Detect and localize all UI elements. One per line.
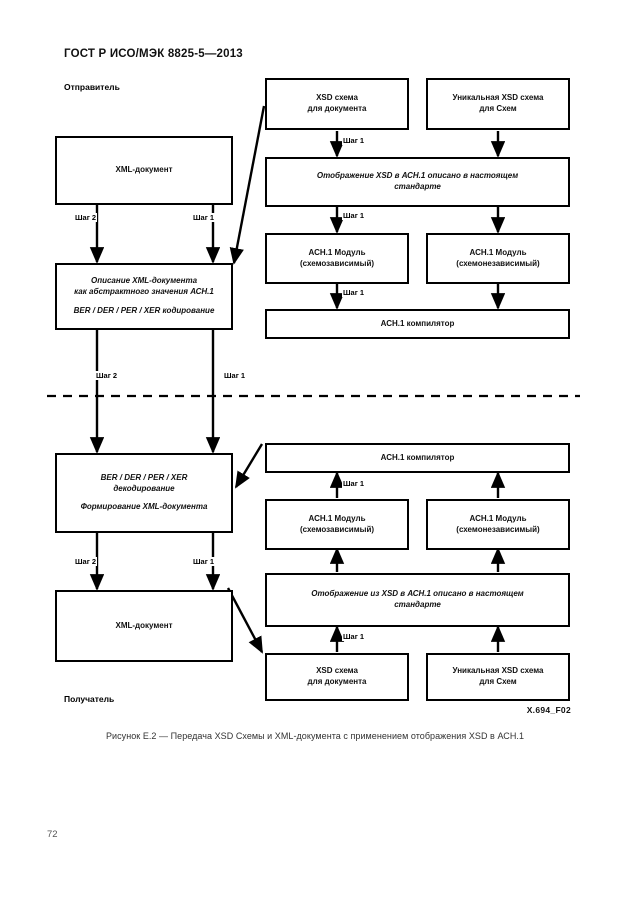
figure-caption: Рисунок Е.2 — Передача XSD Схемы и XML-д… bbox=[105, 731, 525, 741]
box-line-1: XML-документ bbox=[115, 165, 173, 175]
box-line-1: XSD схема bbox=[316, 93, 358, 103]
box-line-2: как абстрактного значения АСН.1 bbox=[74, 287, 214, 297]
box-line-2: для документа bbox=[307, 104, 367, 113]
box-line-2: (схемонезависимый) bbox=[456, 524, 540, 534]
box-line-2: (схемонезависимый) bbox=[456, 258, 540, 268]
box-unique-xsd-schema-bottom: Уникальная XSD схема для Схем bbox=[426, 653, 570, 701]
step-label-top-module-step1: Шаг 1 bbox=[342, 211, 366, 220]
box-asn1-module-schema-independent-top: АСН.1 Модуль (схемонезависимый) bbox=[426, 233, 570, 284]
document-header: ГОСТ Р ИСО/МЭК 8825-5—2013 bbox=[64, 48, 243, 60]
box-line-1: BER / DER / PER / XER bbox=[100, 472, 188, 482]
box-mapping-xsd-to-asn1-top: Отображение XSD в АСН.1 описано в настоя… bbox=[265, 157, 570, 207]
box-line-2: (схемозависимый) bbox=[299, 258, 375, 268]
box-line-1: Уникальная XSD схема bbox=[452, 93, 544, 103]
step-label-bottom-compiler-step1: Шаг 1 bbox=[342, 479, 366, 488]
box-line-3: BER / DER / PER / XER кодирование bbox=[73, 305, 215, 315]
box-line-1: АСН.1 компилятор bbox=[380, 452, 455, 462]
box-decode-asn1-to-xml: BER / DER / PER / XER декодирование Форм… bbox=[55, 453, 233, 533]
box-line-2: для Схем bbox=[479, 104, 517, 113]
step-label-bottom-left-step1: Шаг 1 bbox=[192, 557, 216, 566]
box-line-1: АСН.1 компилятор bbox=[380, 318, 455, 328]
box-line-2: для Схем bbox=[479, 677, 517, 686]
box-line-2: декодирование bbox=[113, 483, 175, 493]
box-line-2: для документа bbox=[307, 677, 367, 686]
box-asn1-module-schema-dependent-top: АСН.1 Модуль (схемозависимый) bbox=[265, 233, 409, 284]
step-label-top-left-step1: Шаг 1 bbox=[192, 213, 216, 222]
box-line-1: АСН.1 Модуль bbox=[308, 513, 366, 523]
box-asn1-compiler-bottom: АСН.1 компилятор bbox=[265, 443, 570, 473]
step-label-bottom-left-step2: Шаг 2 bbox=[74, 557, 98, 566]
role-label-sender: Отправитель bbox=[64, 82, 120, 92]
box-line-1: Отображение XSD в АСН.1 описано в настоя… bbox=[316, 171, 519, 181]
box-line-1: XSD схема bbox=[316, 666, 358, 676]
step-label-top-compiler-step1: Шаг 1 bbox=[342, 288, 366, 297]
box-encode-xml-to-asn1: Описание XML-документа как абстрактного … bbox=[55, 263, 233, 330]
box-xsd-schema-document-bottom: XSD схема для документа bbox=[265, 653, 409, 701]
box-line-3: Формирование XML-документа bbox=[80, 502, 208, 512]
box-line-1: Отображение из XSD в АСН.1 описано в нас… bbox=[311, 589, 524, 599]
box-mapping-xsd-to-asn1-bottom: Отображение из XSD в АСН.1 описано в нас… bbox=[265, 573, 570, 627]
box-line-2: (схемозависимый) bbox=[299, 524, 375, 534]
box-line-2: стандарте bbox=[394, 182, 441, 191]
step-label-mid-left-step1: Шаг 1 bbox=[223, 371, 247, 380]
step-label-bottom-mapping-step1: Шаг 1 bbox=[342, 632, 366, 641]
box-line-1: Описание XML-документа bbox=[90, 276, 198, 286]
box-line-1: Уникальная XSD схема bbox=[452, 666, 544, 676]
box-asn1-module-schema-independent-bottom: АСН.1 Модуль (схемонезависимый) bbox=[426, 499, 570, 550]
box-line-1: АСН.1 Модуль bbox=[469, 513, 527, 523]
box-asn1-module-schema-dependent-bottom: АСН.1 Модуль (схемозависимый) bbox=[265, 499, 409, 550]
figure-code: X.694_F02 bbox=[526, 705, 571, 715]
role-label-receiver: Получатель bbox=[64, 694, 115, 704]
box-xml-document-top: XML-документ bbox=[55, 136, 233, 205]
step-label-top-left-step2: Шаг 2 bbox=[74, 213, 98, 222]
box-line-2: стандарте bbox=[394, 600, 441, 609]
box-asn1-compiler-top: АСН.1 компилятор bbox=[265, 309, 570, 339]
box-unique-xsd-schema-top: Уникальная XSD схема для Схем bbox=[426, 78, 570, 130]
box-line-1: АСН.1 Модуль bbox=[308, 247, 366, 257]
step-label-mid-left-step2: Шаг 2 bbox=[95, 371, 119, 380]
box-line-1: АСН.1 Модуль bbox=[469, 247, 527, 257]
page-number: 72 bbox=[47, 829, 58, 840]
box-line-1: XML-документ bbox=[115, 620, 173, 630]
box-xsd-schema-document-top: XSD схема для документа bbox=[265, 78, 409, 130]
step-label-top-mapping-step1: Шаг 1 bbox=[342, 136, 366, 145]
box-xml-document-bottom: XML-документ bbox=[55, 590, 233, 662]
